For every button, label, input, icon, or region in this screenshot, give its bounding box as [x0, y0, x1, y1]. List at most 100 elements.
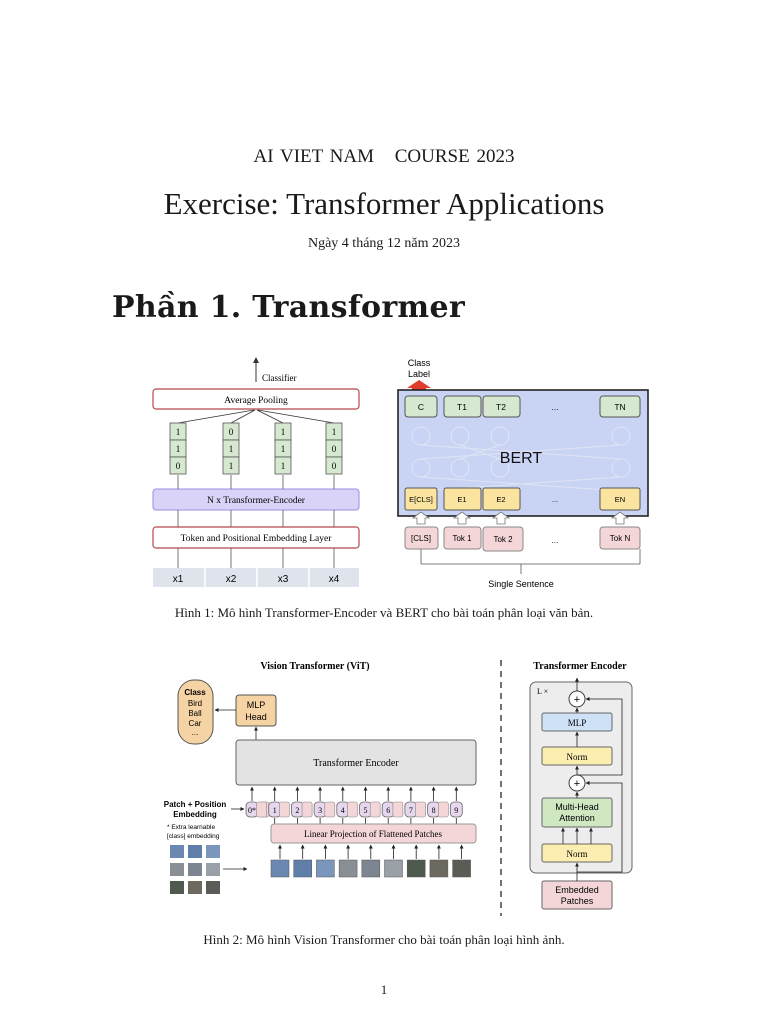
- patch-token: [415, 801, 426, 818]
- position-id-label: 2: [295, 806, 299, 815]
- image-patch: [293, 859, 312, 878]
- class-item-more: ...: [192, 728, 199, 737]
- image-patch: [406, 859, 426, 878]
- figure-1-diagram: Classifier Average Pooling 110011111100 …: [152, 357, 649, 589]
- figure-2-diagram: Vision Transformer (ViT) Class Bird Ball…: [164, 660, 633, 916]
- value-cell-label: 1: [281, 427, 286, 437]
- mlp-head-box: [235, 694, 277, 727]
- class-label-line2: Label: [408, 369, 430, 379]
- top-tokens: C T1 T2 ... TN: [404, 395, 641, 418]
- value-cell-label: 1: [176, 427, 181, 437]
- value-cell: [274, 456, 292, 475]
- value-cell-label: 1: [281, 461, 286, 471]
- value-cell: [325, 456, 343, 475]
- position-id-label: 3: [318, 806, 322, 815]
- value-cell-label: 1: [229, 444, 234, 454]
- token-t2: [482, 395, 521, 418]
- document-date: Ngày 4 tháng 12 năm 2023: [307, 236, 461, 251]
- value-cell-label: 1: [332, 427, 337, 437]
- single-sentence-label: Single Sentence: [488, 579, 554, 589]
- plus-bottom: +: [574, 778, 580, 790]
- vit-encoder-label: Transformer Encoder: [313, 758, 399, 769]
- value-cell: [222, 456, 240, 475]
- class-item-car: Car: [189, 719, 202, 728]
- input-token-ellipsis: ...: [552, 536, 559, 545]
- value-cell-label: 1: [281, 444, 286, 454]
- input-token-2-label: Tok 2: [493, 535, 513, 544]
- value-cell-label: 0: [229, 427, 234, 437]
- patch-embed-line2: Embedding: [173, 810, 217, 819]
- embedding-en: [599, 487, 641, 511]
- input-token-1-label: Tok 1: [452, 534, 472, 543]
- patch-token: [256, 801, 267, 818]
- encoder-mlp-label: MLP: [568, 718, 587, 728]
- page-number: 1: [380, 982, 388, 997]
- class-label-line1: Class: [408, 358, 431, 368]
- image-patch-grid: [170, 845, 220, 894]
- value-cell-label: 1: [229, 461, 234, 471]
- image-patch: [452, 859, 471, 878]
- embedding-e1-label: E1: [457, 495, 466, 504]
- plus-top: +: [574, 694, 580, 706]
- position-id-label: 1: [273, 806, 277, 815]
- image-patch: [338, 859, 358, 878]
- org-name: AI VIET NAM: [253, 146, 374, 167]
- course-line: AI VIET NAM COURSE 2023: [0, 146, 768, 168]
- embedding-cls-label: E[CLS]: [409, 495, 433, 504]
- token-tn: [599, 395, 641, 418]
- input-x1: x1: [173, 574, 184, 585]
- encoder-attention-line1: Multi-Head: [555, 802, 599, 812]
- token-t2-label: T2: [496, 402, 506, 412]
- patch-embed-line1: Patch + Position: [164, 800, 227, 809]
- class-output-box: [177, 679, 214, 745]
- input-token-n: [599, 526, 641, 550]
- embedding-ellipsis: ...: [552, 495, 558, 504]
- image-patch: [361, 859, 381, 878]
- extra-note-line1: * Extra learnable: [167, 824, 215, 831]
- embedded-patches-line2: Patches: [561, 896, 594, 906]
- position-id-label: 4: [341, 806, 345, 815]
- embedding-e1: [443, 487, 482, 511]
- class-item-ball: Ball: [188, 709, 202, 718]
- vit-title: Vision Transformer (ViT): [260, 661, 369, 672]
- classifier-label: Classifier: [262, 373, 297, 383]
- input-token-2: [482, 526, 524, 552]
- embedding-en-label: EN: [615, 495, 625, 504]
- encoder-block-diagram: Transformer Encoder L × + + MLP Norm Mul…: [529, 661, 633, 910]
- patch-token: [279, 801, 290, 818]
- value-cell-label: 0: [332, 444, 337, 454]
- mlp-head-line1: MLP: [247, 700, 266, 710]
- image-patch: [316, 859, 335, 878]
- embedding-e2: [482, 487, 521, 511]
- position-id-label: 5: [364, 806, 368, 815]
- position-id-label: 6: [386, 806, 390, 815]
- value-cell: [169, 456, 187, 475]
- patch-token: [301, 801, 313, 818]
- token-t1-label: T1: [457, 402, 467, 412]
- figure-2-caption: Hình 2: Mô hình Vision Transformer cho b…: [203, 932, 565, 947]
- encoder-block-title: Transformer Encoder: [533, 661, 627, 672]
- token-t1: [443, 395, 482, 418]
- encoder-norm-label-2: Norm: [567, 849, 588, 859]
- embedding-cls: [404, 487, 438, 511]
- position-embedding: [449, 801, 463, 818]
- input-token-1: [443, 526, 482, 550]
- figure-2: Vision Transformer (ViT) Class Bird Ball…: [155, 654, 640, 922]
- embedding-layer-box: [152, 526, 360, 549]
- embedding-e2-label: E2: [496, 495, 505, 504]
- encoder-repeat-label: L ×: [537, 687, 548, 696]
- bert-label: BERT: [500, 450, 543, 467]
- linear-projection-label: Linear Projection of Flattened Patches: [304, 829, 442, 839]
- value-cell-label: 0: [332, 461, 337, 471]
- patch-token: [437, 801, 449, 818]
- vit-encoder-box: [235, 739, 477, 786]
- image-patch: [384, 859, 403, 878]
- input-x3: x3: [278, 574, 289, 585]
- input-token-n-label: Tok N: [610, 534, 631, 543]
- patch-token: [347, 801, 358, 818]
- image-patch: [429, 859, 449, 878]
- average-pooling-label: Average Pooling: [224, 396, 288, 406]
- input-token-cls-label: [CLS]: [411, 534, 431, 543]
